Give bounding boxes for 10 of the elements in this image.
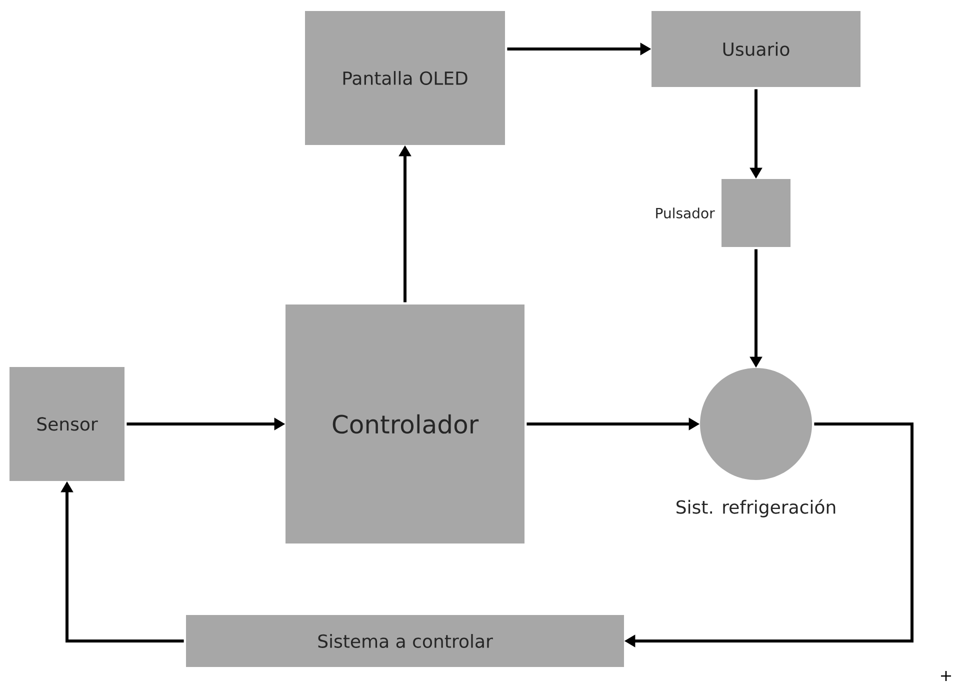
process-box: Sistema a controlar	[186, 615, 624, 667]
node-caption: Pulsador	[656, 208, 715, 218]
circle-node	[700, 368, 812, 480]
plus-sign: +	[941, 670, 952, 681]
process-box: Controlador	[286, 304, 524, 544]
process-box: Sensor	[10, 367, 124, 481]
process-box	[722, 179, 790, 247]
process-box: Usuario	[652, 11, 860, 87]
process-box: Pantalla OLED	[305, 11, 505, 145]
node-caption: Sist. refrigeración	[676, 499, 836, 518]
